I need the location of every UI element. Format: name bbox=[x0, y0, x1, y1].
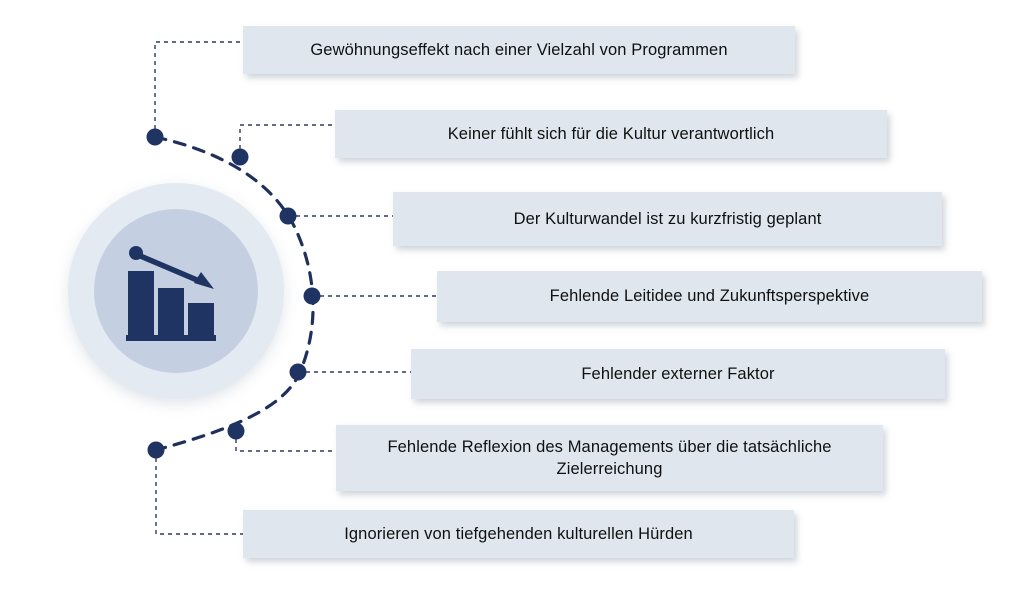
arc-dot-6 bbox=[227, 422, 245, 440]
node-item[interactable]: Keiner fühlt sich für die Kultur verantw… bbox=[335, 110, 887, 158]
arc-dot-7 bbox=[147, 441, 165, 459]
arc-dot-4 bbox=[303, 287, 321, 305]
connector-node-6 bbox=[235, 431, 337, 452]
arc-dot-1 bbox=[146, 128, 164, 146]
icon-badge bbox=[68, 183, 284, 399]
node-label: Keiner fühlt sich für die Kultur verantw… bbox=[447, 124, 775, 143]
node-item[interactable]: Ignorieren von tiefgehenden kulturellen … bbox=[243, 510, 794, 558]
node-item[interactable]: Der Kulturwandel ist zu kurzfristig gepl… bbox=[393, 192, 942, 246]
connector-node-1 bbox=[154, 41, 245, 137]
connector-node-7 bbox=[155, 450, 243, 535]
node-label: Fehlende Reflexion des Managements über … bbox=[387, 437, 832, 478]
node-item[interactable]: Gewöhnungseffekt nach einer Vielzahl von… bbox=[243, 26, 795, 74]
node-label: Ignorieren von tiefgehenden kulturellen … bbox=[344, 524, 693, 543]
node-item[interactable]: Fehlende Leitidee und Zukunftsperspektiv… bbox=[437, 271, 982, 322]
node-label: Gewöhnungseffekt nach einer Vielzahl von… bbox=[310, 40, 728, 59]
node-label: Fehlender externer Faktor bbox=[581, 364, 775, 383]
node-label: Der Kulturwandel ist zu kurzfristig gepl… bbox=[513, 209, 822, 228]
node-item[interactable]: Fehlender externer Faktor bbox=[411, 349, 945, 399]
node-item[interactable]: Fehlende Reflexion des Managements über … bbox=[336, 425, 883, 491]
node-label: Fehlende Leitidee und Zukunftsperspektiv… bbox=[549, 287, 870, 306]
connector-node-2 bbox=[239, 124, 337, 157]
arc-dot-2 bbox=[231, 148, 249, 166]
arc-dot-5 bbox=[289, 363, 307, 381]
declining-bar-chart-icon bbox=[68, 183, 284, 399]
